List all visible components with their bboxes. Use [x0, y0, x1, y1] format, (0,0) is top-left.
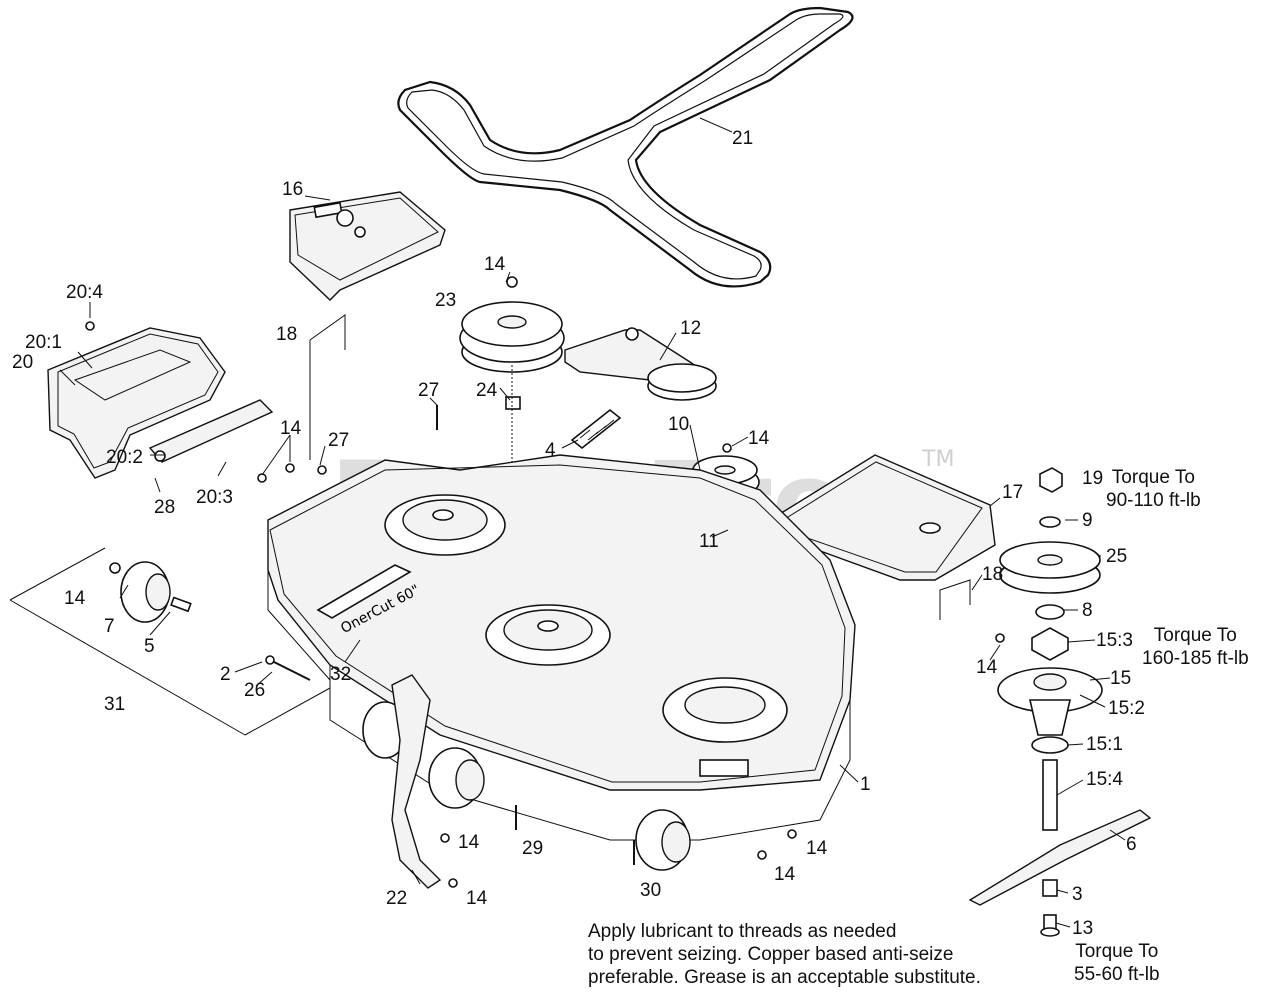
callout-32: 32 [330, 664, 351, 685]
torque-note-13-line2: 55-60 ft-lb [1074, 964, 1160, 985]
callout-15-3: 15:3 [1096, 630, 1133, 651]
callout-5: 5 [144, 636, 155, 657]
callout-11: 11 [699, 531, 719, 552]
pulley-23 [459, 276, 565, 373]
callout-20-1: 20:1 [25, 332, 62, 353]
callout-22: 22 [386, 888, 407, 909]
callout-7: 7 [104, 616, 115, 637]
callout-27-a: 27 [418, 380, 439, 401]
callout-13: 13 [1072, 918, 1093, 939]
callout-15-1: 15:1 [1086, 734, 1123, 755]
belt-cover-17 [769, 454, 996, 581]
callout-12: 12 [680, 318, 701, 339]
callout-28: 28 [154, 497, 175, 518]
callout-9: 9 [1082, 510, 1093, 531]
callout-15-4: 15:4 [1086, 769, 1123, 790]
bracket-20-2 [148, 399, 274, 463]
callout-26: 26 [244, 680, 265, 701]
idler-arm-12 [564, 327, 717, 401]
callout-labels: 21 16 14 23 12 18 20:4 20:1 20 24 27 4 1… [12, 128, 1145, 939]
leader-lines [59, 117, 1126, 928]
callout-19: 19 [1082, 468, 1103, 489]
torque-note-15-3-line1: Torque To [1153, 625, 1237, 646]
deck-cover-20 [47, 321, 226, 479]
callout-6: 6 [1126, 834, 1137, 855]
callout-31: 31 [104, 694, 125, 715]
callout-14-c: 14 [280, 418, 302, 439]
callout-29: 29 [522, 838, 543, 859]
torque-note-19-line2: 90-110 ft-lb [1106, 490, 1201, 511]
callout-3: 3 [1072, 884, 1083, 905]
spring-4 [570, 408, 622, 450]
lubrication-note-line1: Apply lubricant to threads as needed [588, 921, 897, 942]
callout-20-4: 20:4 [66, 282, 103, 303]
callout-10: 10 [668, 414, 689, 435]
callout-14-d: 14 [976, 657, 998, 678]
anti-scalp-bracket-22 [391, 674, 442, 889]
callout-8: 8 [1082, 600, 1093, 621]
callout-1: 1 [860, 774, 871, 795]
torque-note-19: Torque To 90-110 ft-lb [1106, 466, 1201, 512]
callout-15-2: 15:2 [1108, 698, 1145, 719]
callout-14-h: 14 [774, 864, 796, 885]
callout-14-f: 14 [458, 832, 480, 853]
fasteners [257, 314, 1005, 888]
torque-note-15-3: Torque To 160-185 ft-lb [1142, 624, 1249, 670]
callout-24: 24 [476, 380, 498, 401]
callout-20-3: 20:3 [196, 487, 233, 508]
callout-18-a: 18 [276, 324, 297, 345]
bolt-26 [265, 655, 311, 681]
callout-17: 17 [1002, 482, 1023, 503]
belt-cover-16 [289, 191, 446, 301]
callout-14-b: 14 [748, 428, 770, 449]
callout-4: 4 [545, 440, 556, 461]
callout-16: 16 [282, 179, 303, 200]
callout-15: 15 [1110, 668, 1131, 689]
callout-2: 2 [220, 664, 231, 685]
callout-27-b: 27 [328, 430, 349, 451]
gauge-wheels [362, 701, 691, 871]
torque-note-15-3-line2: 160-185 ft-lb [1142, 648, 1249, 669]
drive-belt-21 [397, 6, 854, 288]
mower-deck-1: OnerCut 60" [267, 454, 856, 841]
callout-20: 20 [12, 352, 33, 373]
callout-21: 21 [732, 128, 753, 149]
lubrication-note: Apply lubricant to threads as needed to … [588, 920, 981, 989]
callout-18-b: 18 [982, 564, 1003, 585]
spindle-stack [968, 467, 1152, 937]
bracket-group-31 [9, 547, 331, 736]
torque-note-13-line1: Torque To [1075, 941, 1159, 962]
torque-note-19-line1: Torque To [1111, 467, 1195, 488]
callout-14-a: 14 [484, 254, 506, 275]
callout-20-2: 20:2 [106, 447, 143, 468]
callout-14-g: 14 [806, 838, 828, 859]
callout-25: 25 [1106, 546, 1127, 567]
callout-23: 23 [435, 290, 456, 311]
torque-note-13: Torque To 55-60 ft-lb [1074, 940, 1160, 986]
callout-14-e: 14 [64, 588, 86, 609]
lubrication-note-line3: preferable. Grease is an acceptable subs… [588, 967, 981, 988]
wheel-7 [109, 561, 192, 623]
lubrication-note-line2: to prevent seizing. Copper based anti-se… [588, 944, 954, 965]
callout-30: 30 [640, 880, 661, 901]
callout-14-i: 14 [466, 888, 488, 909]
watermark-tm: TM [921, 447, 954, 472]
